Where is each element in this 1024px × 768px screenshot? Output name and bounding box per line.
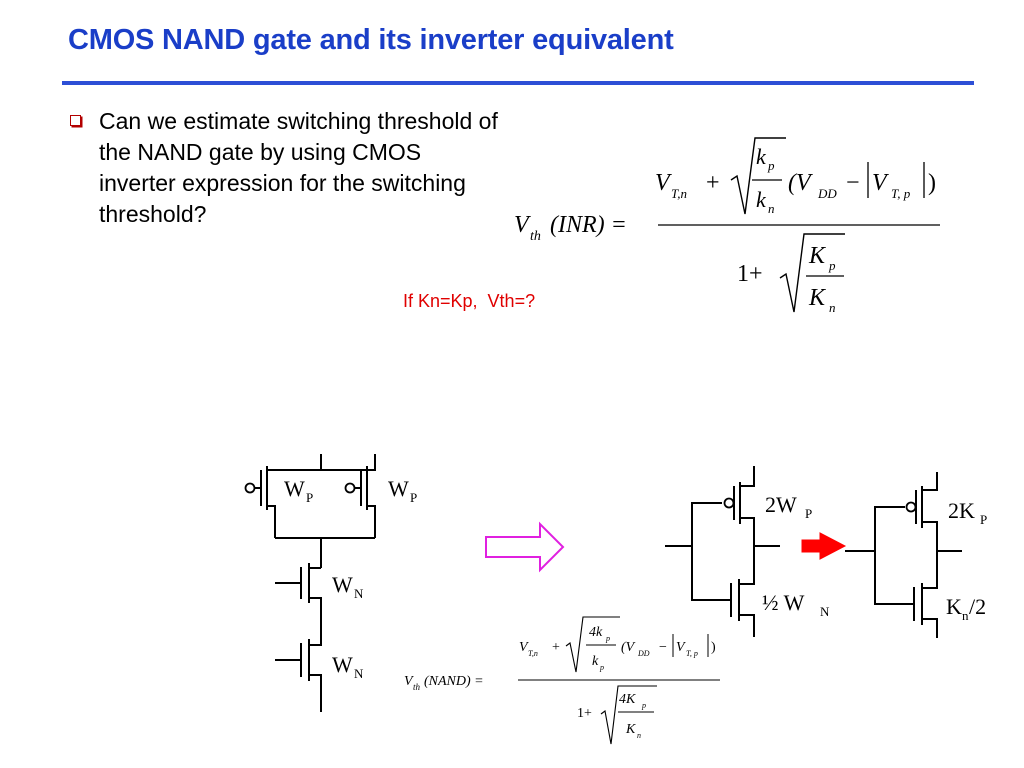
formula-inr-kn: k [756,187,767,212]
formula-nand-plus: + [552,640,560,655]
formula-inr-vdd-sub: DD [817,186,837,201]
inverter-nmos-width-sub: N [820,604,830,619]
formula-nand-Kcoef: 4K [619,692,636,707]
formula-inr-minus: − [846,170,860,196]
inverter-w-pmos [723,466,755,546]
inverter-k-pmos [905,472,938,551]
formula-nand-vdd-sub: DD [637,649,650,658]
formula-inr-kp: k [756,144,767,169]
formula-inr-kp-sub: p [767,158,775,173]
formula-nand-kp-sub: p [599,663,604,672]
wp2-label-sub: P [410,490,417,505]
formula-nand-sqrt-bottom [600,685,657,745]
inverter-w-nmos [722,546,755,637]
title-underline [62,81,974,85]
formula-nand-vtp-sub: T, p [686,649,698,658]
formula-nand-threshold: V th (NAND) = V T,n + 4k p k p (V DD − V… [404,616,720,745]
formula-inr-vtn-sub: T,n [671,186,687,201]
inverter-k-circuit [845,472,962,638]
nand-size-labels: W P W P W N W N [284,476,417,681]
inverter-k-nmos [905,551,938,638]
formula-inr-vtp: V [872,170,889,196]
inverter-k-labels: 2K P K n /2 [946,498,987,623]
inverter-nmos-width-label: ½ W [762,590,805,615]
formula-inr-Kn: K [808,285,827,311]
formula-inr-Kp: K [808,243,827,269]
formula-nand-Kden: K [625,722,636,737]
kn-equals-kp-question: If Kn=Kp, Vth=? [403,291,536,311]
nmos-transistor-2 [275,639,322,712]
bullet-question-text: Can we estimate switching threshold of t… [99,108,498,227]
inverter-pmos-width-sub: P [805,506,812,521]
formula-inr-vdd: (V [788,170,813,196]
formula-nand-lhs-arg: (NAND) = [424,674,484,689]
wp1-label-sub: P [306,490,313,505]
formula-nand-coef-sub: p [605,634,610,643]
wn2-label: W [332,652,353,677]
slide-title: CMOS NAND gate and its inverter equivale… [68,24,674,56]
wn2-label-sub: N [354,666,364,681]
formula-nand-sqrt-top [565,616,620,673]
bullet-icon [70,115,81,126]
formula-inr-one-plus: 1+ [737,261,763,287]
wp2-label: W [388,476,409,501]
formula-inr-lhs-sub: th [530,229,541,244]
formula-nand-minus: − [659,640,667,655]
formula-nand-vtn: V [519,640,529,655]
formula-inr-vtp-sub: T, p [891,186,911,201]
wn1-label-sub: N [354,586,364,601]
inverter-nmos-k-suffix: /2 [969,594,986,619]
formula-inr-sqrt-top [730,137,786,215]
nmos-transistor-1 [275,563,322,646]
inverter-nmos-k-sub: n [962,608,969,623]
inverter-pmos-width-label: 2W [765,492,797,517]
formula-inr-lhs-arg: (INR) = [550,212,627,238]
inverter-pmos-k-sub: P [980,512,987,527]
formula-nand-one-plus: 1+ [577,706,592,721]
pmos-transistor-1 [244,454,322,538]
formula-nand-coef: 4k [589,625,603,640]
formula-nand-vtp: V [676,640,686,655]
formula-nand-Kden-sub: n [637,731,641,740]
formula-inr-lhs: V [514,212,531,238]
formula-nand-kp: k [592,654,599,669]
formula-inr-close: ) [928,170,936,196]
conversion-arrow-icon [801,532,847,560]
nand-gate-circuit [244,454,376,712]
formula-nand-lhs-sub: th [413,682,421,692]
formula-nand-vtn-sub: T,n [528,649,538,658]
inverter-nmos-k-label: K [946,594,962,619]
formula-nand-lhs: V [404,674,414,689]
formula-inr-sqrt-bottom [779,233,845,313]
formula-inr-plus: + [706,170,720,196]
formula-inr-kn-sub: n [768,201,775,216]
wp1-label: W [284,476,305,501]
equivalence-arrow-icon [485,521,565,573]
formula-nand-vdd: (V [621,640,636,655]
formula-inr-Kn-sub: n [829,300,836,315]
formula-inr-vtn: V [655,170,672,196]
formula-inverter-threshold: V th (INR) = V T,n + k p k n (V DD − V T… [514,137,940,315]
inverter-width-labels: 2W P ½ W N [762,492,830,619]
pmos-transistor-2 [320,454,376,538]
formula-inr-Kp-sub: p [828,258,836,273]
inverter-pmos-k-label: 2K [948,498,975,523]
formula-nand-Kcoef-sub: p [641,701,646,710]
wn1-label: W [332,572,353,597]
formula-nand-close: ) [711,640,716,655]
inverter-width-circuit [665,466,780,637]
